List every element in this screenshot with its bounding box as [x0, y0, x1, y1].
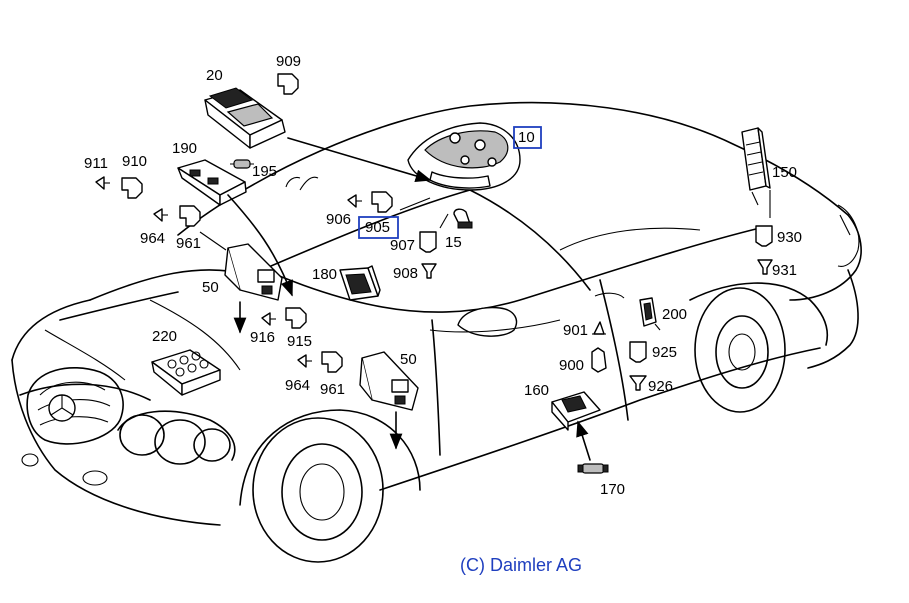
label-911: 911	[84, 155, 108, 172]
label-905: 905	[365, 219, 390, 236]
label-170: 170	[600, 481, 625, 498]
label-915: 915	[287, 333, 312, 350]
part-220-light-module[interactable]	[151, 349, 221, 396]
label-964-lower: 964	[285, 377, 310, 394]
label-180: 180	[312, 266, 337, 283]
part-20-switch-unit[interactable]	[204, 87, 286, 149]
fog-lights	[21, 453, 108, 486]
part-50-mirror-module-lower[interactable]	[359, 351, 419, 411]
car-outline	[11, 101, 862, 526]
label-931: 931	[772, 262, 797, 279]
label-926: 926	[648, 378, 673, 395]
label-200: 200	[662, 306, 687, 323]
label-906: 906	[326, 211, 351, 228]
label-909: 909	[276, 53, 301, 70]
label-910: 910	[122, 153, 147, 170]
copyright-text: (C) Daimler AG	[460, 555, 582, 575]
label-160: 160	[524, 382, 549, 399]
label-50-upper: 50	[202, 279, 219, 296]
highlight-box-10	[513, 126, 542, 149]
label-10: 10	[518, 129, 535, 146]
label-15: 15	[445, 234, 462, 251]
part-50-mirror-module-upper[interactable]	[224, 243, 283, 301]
label-20: 20	[206, 67, 223, 84]
highlight-box-905	[358, 216, 399, 239]
label-190: 190	[172, 140, 197, 157]
front-wheel	[252, 417, 384, 563]
label-961-lower: 961	[320, 381, 345, 398]
label-961-upper: 961	[176, 235, 201, 252]
leader-lines	[199, 137, 771, 461]
grille	[26, 367, 124, 445]
label-930: 930	[777, 229, 802, 246]
part-190-lamp-holder[interactable]	[177, 159, 247, 206]
connector-symbols	[95, 73, 773, 391]
headlights	[117, 410, 236, 465]
rear-wheel	[694, 287, 786, 413]
callout-labels: 909 20 190 911 910 195 964 961 10 906 90…	[84, 53, 802, 498]
part-160-entry-lamp[interactable]	[551, 391, 601, 431]
label-195: 195	[252, 163, 277, 180]
label-220: 220	[152, 328, 177, 345]
part-170-bulb[interactable]	[577, 463, 609, 474]
part-180-reading-light[interactable]	[339, 265, 381, 301]
part-10-dome-lamp[interactable]	[407, 122, 521, 191]
label-150: 150	[772, 164, 797, 181]
part-200-door-lamp[interactable]	[639, 297, 657, 327]
part-195-bulb[interactable]	[230, 159, 254, 169]
part-15-bulb[interactable]	[453, 208, 473, 229]
mercedes-star-icon	[48, 394, 76, 422]
label-901: 901	[563, 322, 588, 339]
label-907: 907	[390, 237, 415, 254]
label-925: 925	[652, 344, 677, 361]
label-964-upper: 964	[140, 230, 165, 247]
label-900: 900	[559, 357, 584, 374]
part-150-rear-lamp[interactable]	[741, 127, 771, 206]
label-916: 916	[250, 329, 275, 346]
label-50-lower: 50	[400, 351, 417, 368]
label-908: 908	[393, 265, 418, 282]
